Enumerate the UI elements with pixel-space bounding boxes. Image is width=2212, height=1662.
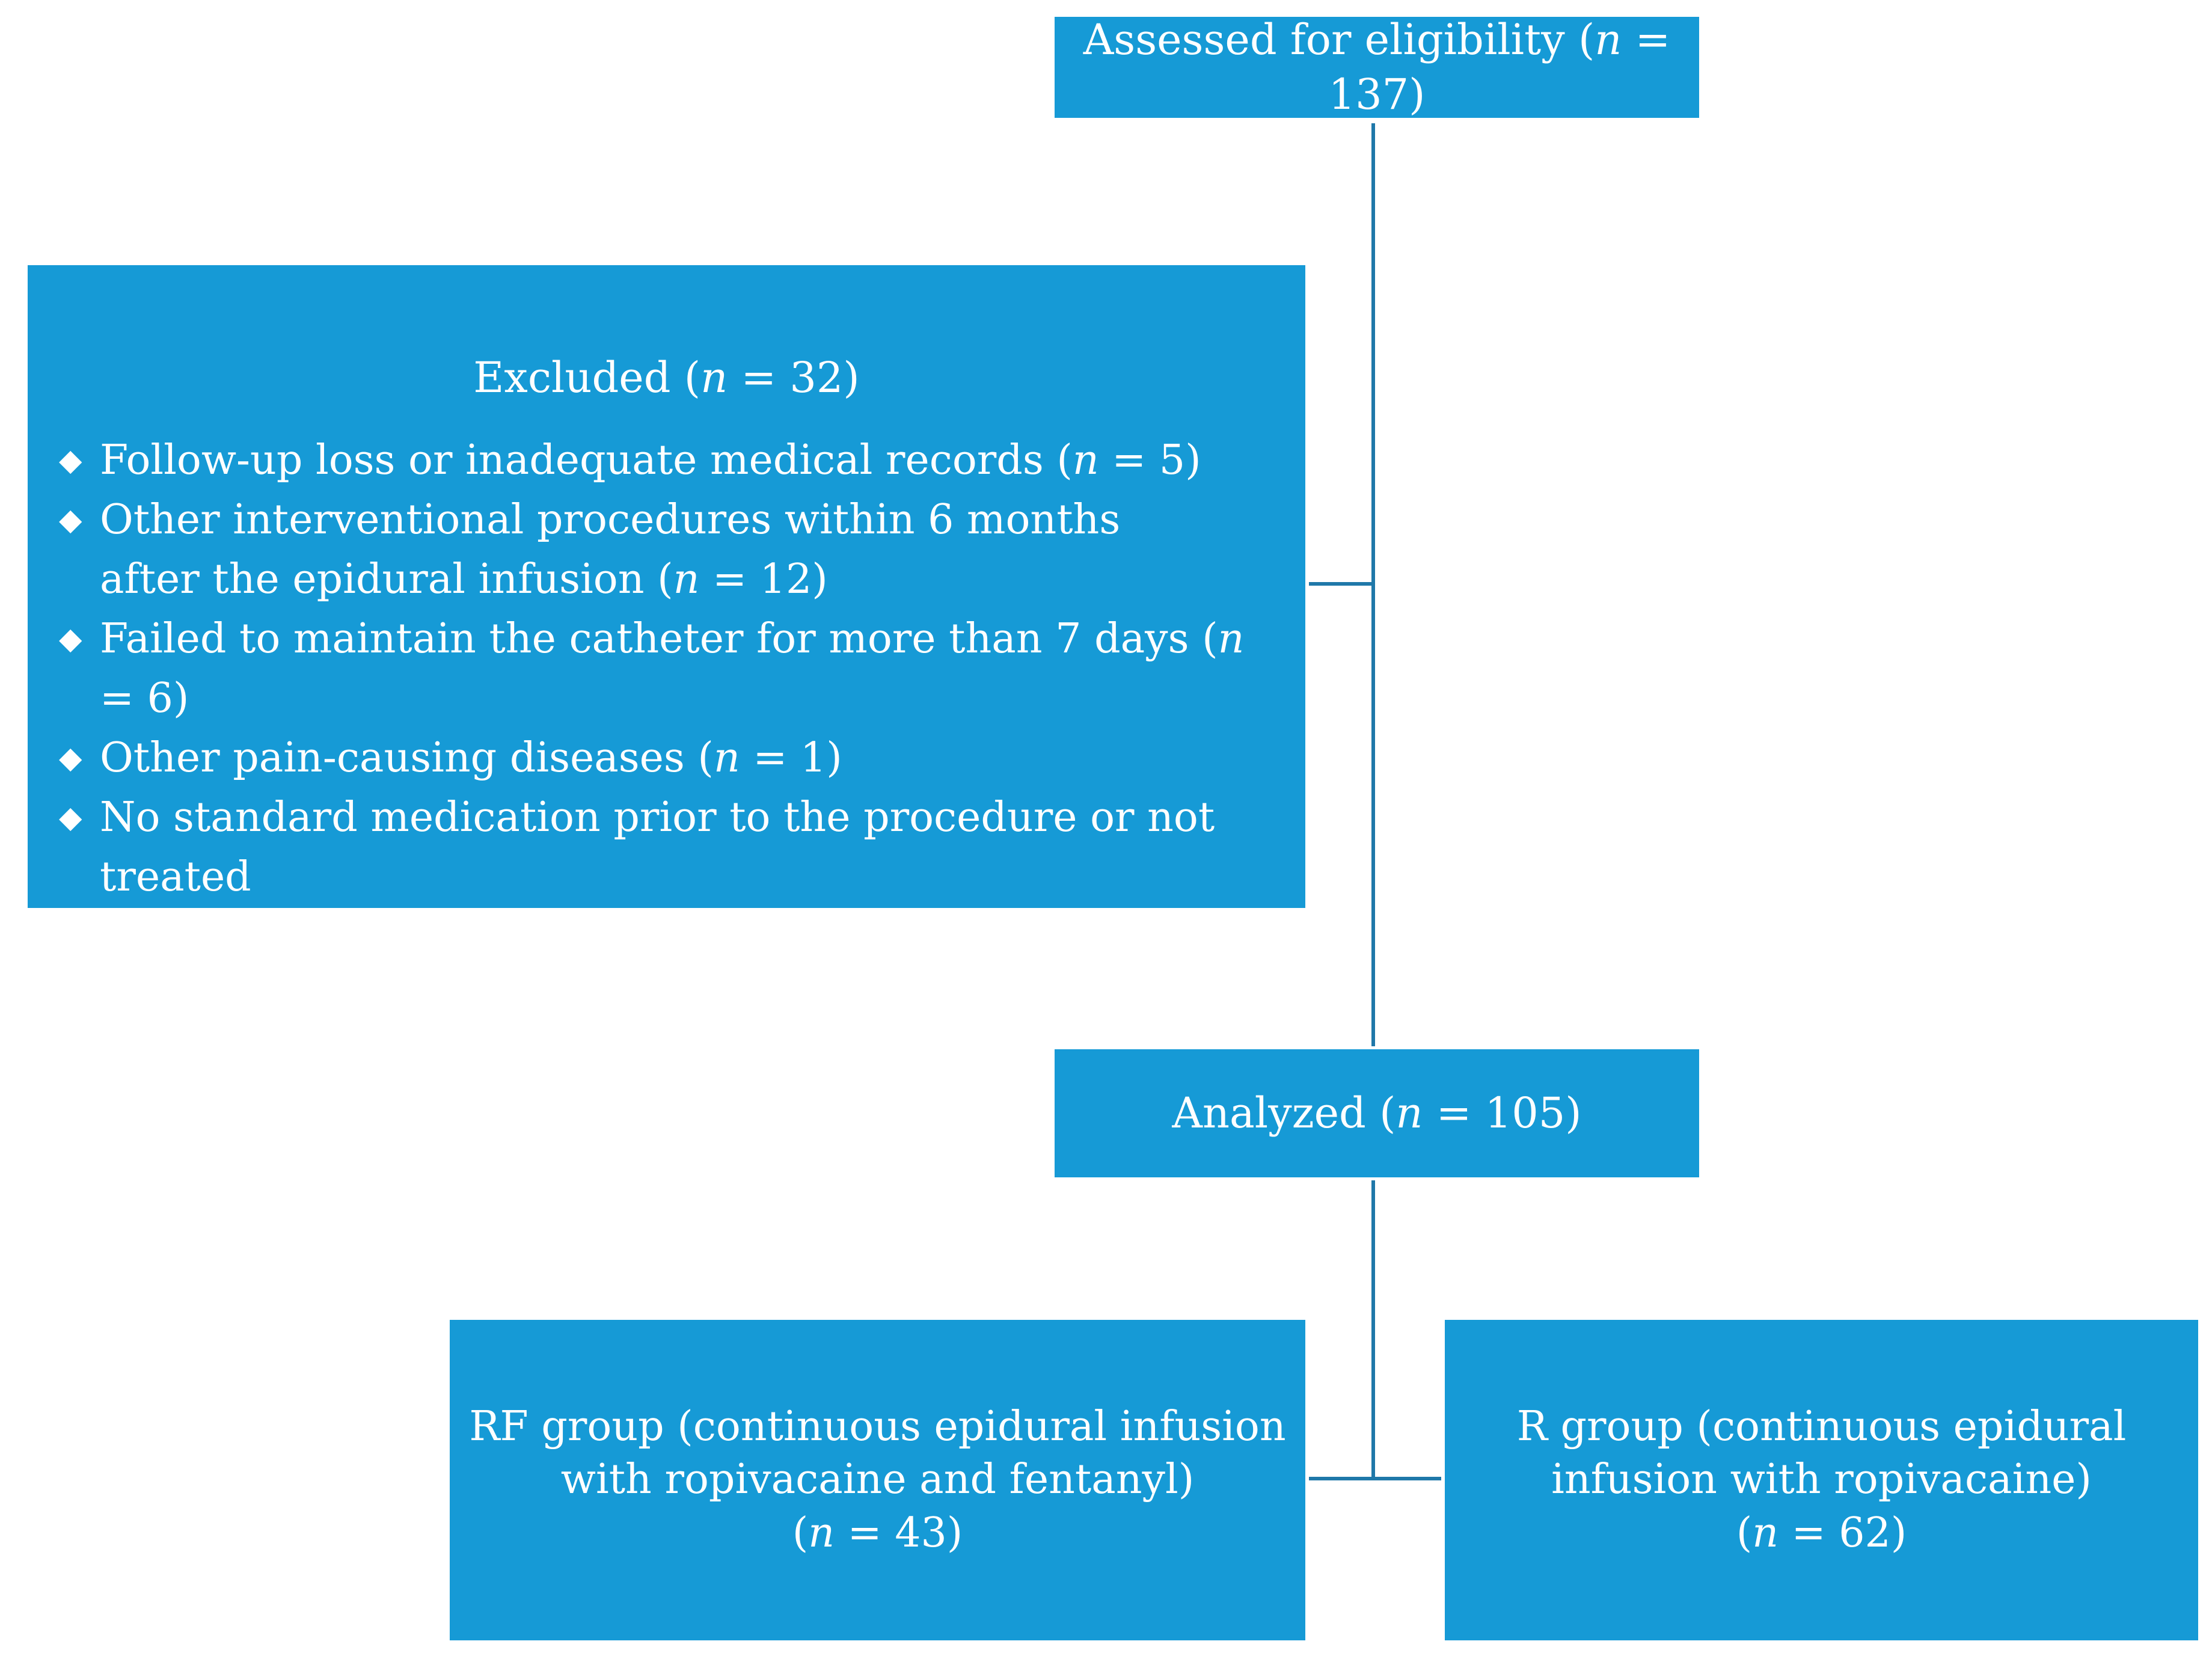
exclusion-reason-count: = 1) bbox=[740, 734, 842, 782]
r-group-label: R group (continuous epidural infusion wi… bbox=[1517, 1400, 2127, 1560]
assessed-label-text: Assessed for eligibility ( bbox=[1083, 15, 1595, 64]
exclusion-reason: ◆ Other pain-causing diseases (n = 1) bbox=[42, 728, 1288, 788]
connector-analyzed-vertical bbox=[1371, 1180, 1375, 1477]
exclusion-reason: ◆ Other interventional procedures within… bbox=[42, 490, 1288, 609]
exclusion-reason-text: after the epidural infusion ( bbox=[100, 556, 673, 603]
r-group-count: = 62) bbox=[1778, 1509, 1907, 1557]
diamond-bullet-icon: ◆ bbox=[59, 502, 82, 537]
r-group-count-prefix: ( bbox=[1736, 1509, 1753, 1557]
connector-excluded-horizontal bbox=[1309, 582, 1375, 586]
r-group-box: R group (continuous epidural infusion wi… bbox=[1445, 1320, 2198, 1640]
assessed-n-symbol: n bbox=[1595, 15, 1622, 64]
analyzed-label-text: Analyzed ( bbox=[1172, 1088, 1396, 1138]
rf-group-box: RF group (continuous epidural infusion w… bbox=[450, 1320, 1305, 1640]
rf-group-title-line: RF group (continuous epidural infusion bbox=[469, 1402, 1286, 1450]
excluded-title: Excluded (n = 32) bbox=[28, 352, 1305, 403]
excluded-n-symbol: n bbox=[700, 353, 728, 402]
analyzed-count: = 105) bbox=[1423, 1088, 1582, 1138]
assessed-label: Assessed for eligibility (n = 137) bbox=[1055, 13, 1699, 122]
exclusion-reason-n-symbol: n bbox=[115, 972, 142, 1020]
exclusion-reason-n-symbol: n bbox=[1072, 437, 1099, 484]
exclusion-reason-n-symbol: n bbox=[713, 734, 740, 782]
exclusion-reason-text: Follow-up loss or inadequate medical rec… bbox=[100, 437, 1073, 484]
rf-group-count-line: (n = 43) bbox=[469, 1507, 1285, 1560]
assessed-box: Assessed for eligibility (n = 137) bbox=[1055, 15, 1699, 119]
rf-group-description-line: with ropivacaine and fentanyl) bbox=[560, 1456, 1195, 1504]
exclusion-reason-text: Other pain-causing diseases ( bbox=[100, 734, 714, 782]
exclusion-reason-count: = 12) bbox=[699, 556, 828, 603]
analyzed-label: Analyzed (n = 105) bbox=[1172, 1086, 1581, 1141]
exclusion-reason-text: Failed to maintain the catheter for more… bbox=[100, 615, 1218, 663]
excluded-title-text: Excluded ( bbox=[473, 353, 701, 402]
exclusion-reason-count: = 8) bbox=[142, 972, 245, 1020]
excluded-box: Excluded (n = 32) ◆ Follow-up loss or in… bbox=[28, 265, 1305, 1020]
connector-groups-horizontal bbox=[1309, 1477, 1441, 1480]
exclusion-reason-count: = 6) bbox=[100, 675, 189, 722]
exclusion-reason-text: Other interventional procedures within 6… bbox=[100, 496, 1121, 544]
exclusion-reason: ◆ Follow-up loss or inadequate medical r… bbox=[42, 431, 1288, 490]
diamond-bullet-icon: ◆ bbox=[59, 443, 82, 477]
rf-group-count: = 43) bbox=[835, 1509, 963, 1557]
analyzed-n-symbol: n bbox=[1396, 1088, 1423, 1138]
assessed-count: = 137) bbox=[1328, 15, 1671, 119]
diamond-bullet-icon: ◆ bbox=[59, 621, 82, 656]
exclusion-reason-text: with anticonvulsants and analgesics due … bbox=[100, 913, 1241, 1020]
r-group-description-line: infusion with ropivacaine) bbox=[1551, 1456, 2092, 1504]
exclusion-reason-n-symbol: n bbox=[673, 556, 700, 603]
analyzed-box: Analyzed (n = 105) bbox=[1055, 1049, 1699, 1177]
rf-group-label: RF group (continuous epidural infusion w… bbox=[469, 1400, 1285, 1560]
diamond-bullet-icon: ◆ bbox=[59, 800, 82, 835]
rf-group-count-prefix: ( bbox=[792, 1509, 809, 1557]
excluded-count: = 32) bbox=[728, 353, 860, 402]
r-group-n-symbol: n bbox=[1752, 1509, 1779, 1557]
exclusion-reason-n-symbol: n bbox=[1218, 615, 1245, 663]
diamond-bullet-icon: ◆ bbox=[59, 740, 82, 775]
exclusion-reason: ◆ Failed to maintain the catheter for mo… bbox=[42, 609, 1288, 728]
exclusion-reason-text: No standard medication prior to the proc… bbox=[100, 794, 1215, 901]
rf-group-n-symbol: n bbox=[808, 1509, 835, 1557]
exclusion-reasons-list: ◆ Follow-up loss or inadequate medical r… bbox=[42, 431, 1288, 1026]
r-group-count-line: (n = 62) bbox=[1517, 1507, 2127, 1560]
exclusion-reason: ◆ No standard medication prior to the pr… bbox=[42, 788, 1288, 1026]
exclusion-reason-count: = 5) bbox=[1098, 437, 1201, 484]
r-group-title-line: R group (continuous epidural bbox=[1516, 1402, 2127, 1450]
